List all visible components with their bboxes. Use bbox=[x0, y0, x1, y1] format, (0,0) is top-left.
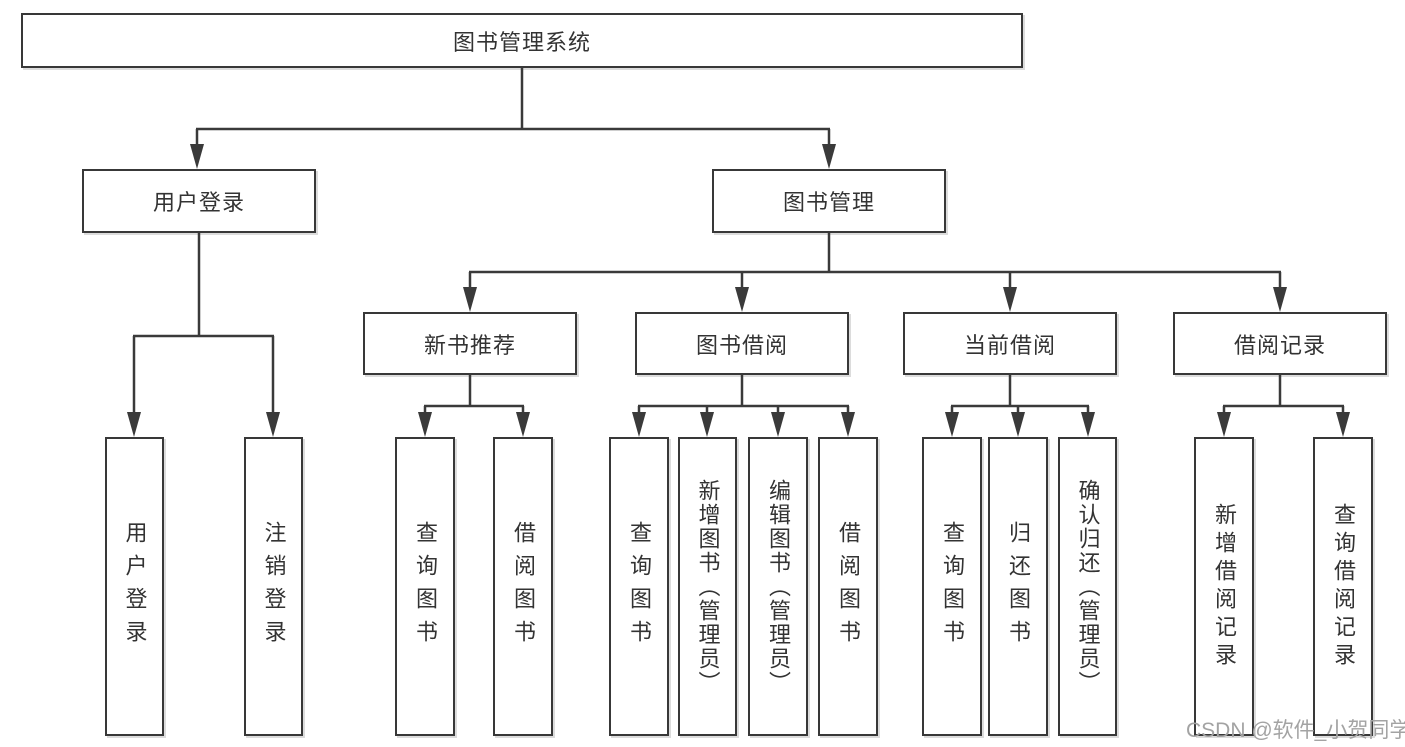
leaf-query-books-borrow-label: 查询图书 bbox=[627, 520, 652, 653]
node-current-borrowing-label: 当前借阅 bbox=[963, 332, 1056, 358]
node-book-borrowing: 图书借阅 bbox=[635, 312, 849, 375]
node-borrow-records: 借阅记录 bbox=[1173, 312, 1387, 375]
connector-book-borrow-branch bbox=[637, 375, 850, 414]
leaf-query-books-current: 查询图书 bbox=[922, 437, 982, 736]
leaf-add-book-admin-label: 新增图书（管理员） bbox=[695, 478, 721, 695]
leaf-logout-label: 注销登录 bbox=[261, 520, 287, 653]
leaf-logout: 注销登录 bbox=[244, 437, 303, 736]
node-borrow-records-label: 借阅记录 bbox=[1233, 332, 1326, 358]
leaf-query-books-rec-label: 查询图书 bbox=[413, 520, 438, 653]
node-user-login: 用户登录 bbox=[82, 169, 316, 233]
leaf-query-books-rec: 查询图书 bbox=[395, 437, 455, 736]
leaf-confirm-return-admin-label: 确认归还（管理员） bbox=[1075, 478, 1101, 695]
leaf-borrow-books-rec: 借阅图书 bbox=[493, 437, 553, 736]
leaf-add-borrow-record-label: 新增借阅记录 bbox=[1212, 502, 1237, 671]
connector-new-book-rec-branch bbox=[423, 375, 525, 414]
connector-borrow-records-branch bbox=[1222, 375, 1345, 414]
leaf-query-books-borrow: 查询图书 bbox=[609, 437, 669, 736]
node-book-management-label: 图书管理 bbox=[782, 190, 875, 215]
connector-current-borrow-branch bbox=[950, 375, 1090, 414]
leaf-confirm-return-admin: 确认归还（管理员） bbox=[1058, 437, 1117, 736]
csdn-watermark: CSDN @软件_小贺同学 bbox=[1186, 719, 1405, 742]
node-book-management: 图书管理 bbox=[712, 169, 946, 233]
leaf-return-book-label: 归还图书 bbox=[1006, 520, 1031, 653]
leaf-borrow-books-rec-label: 借阅图书 bbox=[511, 520, 536, 653]
leaf-edit-book-admin: 编辑图书（管理员） bbox=[748, 437, 808, 736]
connector-root-to-level2 bbox=[195, 68, 831, 146]
leaf-borrow-books-label: 借阅图书 bbox=[836, 520, 861, 653]
connector-user-login-branch bbox=[132, 233, 275, 414]
node-new-book-recommend-label: 新书推荐 bbox=[423, 332, 516, 358]
node-root-label: 图书管理系统 bbox=[452, 29, 591, 55]
leaf-add-book-admin: 新增图书（管理员） bbox=[678, 437, 737, 736]
leaf-user-login-label: 用户登录 bbox=[122, 520, 148, 653]
connector-book-mgmt-branch bbox=[468, 233, 1282, 289]
leaf-query-borrow-record-label: 查询借阅记录 bbox=[1331, 502, 1356, 671]
node-user-login-label: 用户登录 bbox=[152, 190, 245, 215]
leaf-return-book: 归还图书 bbox=[988, 437, 1048, 736]
leaf-query-books-current-label: 查询图书 bbox=[940, 520, 965, 653]
node-new-book-recommend: 新书推荐 bbox=[363, 312, 577, 375]
node-book-borrowing-label: 图书借阅 bbox=[695, 332, 788, 358]
arrowheads bbox=[127, 144, 1350, 437]
node-root-system: 图书管理系统 bbox=[21, 13, 1023, 68]
leaf-borrow-books: 借阅图书 bbox=[818, 437, 878, 736]
node-current-borrowing: 当前借阅 bbox=[903, 312, 1117, 375]
leaf-add-borrow-record: 新增借阅记录 bbox=[1194, 437, 1254, 736]
leaf-user-login: 用户登录 bbox=[105, 437, 164, 736]
leaf-query-borrow-record: 查询借阅记录 bbox=[1313, 437, 1373, 736]
leaf-edit-book-admin-label: 编辑图书（管理员） bbox=[766, 478, 791, 695]
